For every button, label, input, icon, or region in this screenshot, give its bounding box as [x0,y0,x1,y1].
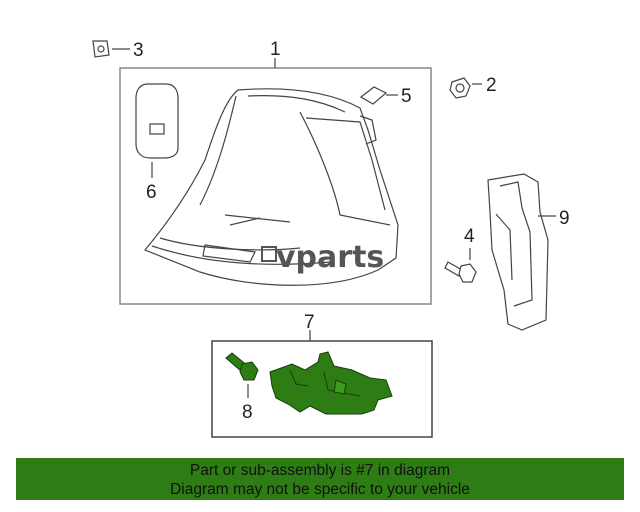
callout-5: 5 [401,86,412,107]
part-7-bracket-highlighted [269,351,393,415]
callout-4: 4 [464,226,475,247]
callout-3: 3 [133,40,144,61]
banner-line-2: Diagram may not be specific to your vehi… [170,481,470,498]
callout-1: 1 [270,39,281,60]
tail-lamp-drawing [144,88,399,286]
callout-2: 2 [486,75,497,96]
watermark-text: vparts [276,240,384,275]
callout-6: 6 [146,182,157,203]
assembly-box-7 [211,340,433,438]
part-6-gasket [135,83,179,159]
watermark-logo-mark [261,246,277,262]
callout-9: 9 [559,208,570,229]
part-2-nut [449,77,471,99]
callout-8: 8 [242,402,253,423]
part-3-clip [92,40,110,58]
part-4-bolt [444,261,477,283]
info-banner: Part or sub-assembly is #7 in diagram Di… [16,458,624,500]
part-9-panel [487,173,549,331]
banner-line-1: Part or sub-assembly is #7 in diagram [189,462,451,479]
part-5-pad [359,86,388,105]
callout-7: 7 [304,312,315,333]
part-8-bolt-highlighted [225,352,259,381]
